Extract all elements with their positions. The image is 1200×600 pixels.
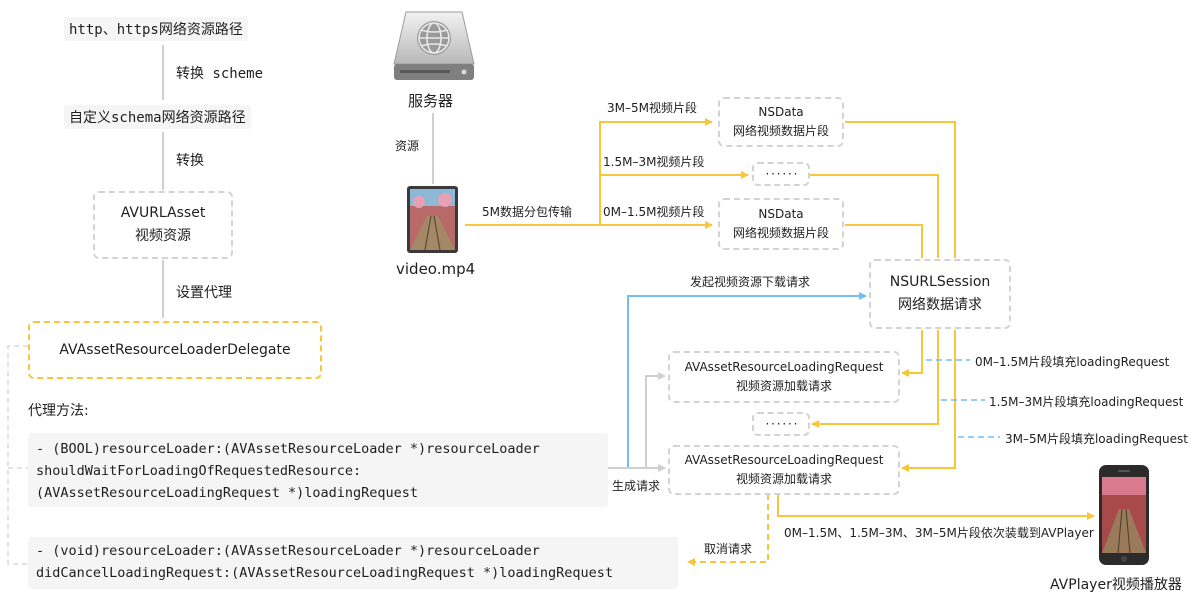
ellipsis: · · · · · · bbox=[765, 417, 798, 431]
method-should-wait-code: - (BOOL)resourceLoader:(AVAssetResourceL… bbox=[28, 433, 608, 507]
nsurlsession-subtitle: 网络数据请求 bbox=[898, 297, 982, 313]
ellipsis: · · · · · · bbox=[765, 167, 798, 181]
fill-label-1: 0M–1.5M片段填充loadingRequest bbox=[975, 355, 1170, 369]
transfer-label: 5M数据分包传输 bbox=[482, 205, 572, 219]
load-into-player-label: 0M–1.5M、1.5M–3M、3M–5M片段依次装载到AVPlayer bbox=[784, 526, 1094, 540]
cancel-connector bbox=[687, 494, 769, 566]
fill-label-3: 3M–5M片段填充loadingRequest bbox=[1005, 432, 1188, 446]
delegate-box: AVAssetResourceLoaderDelegate bbox=[28, 321, 322, 379]
segment-top-label: 3M–5M视频片段 bbox=[607, 101, 697, 115]
loading-request-title: AVAssetResourceLoadingRequest bbox=[684, 453, 884, 467]
avurlasset-subtitle: 视频资源 bbox=[135, 228, 191, 244]
loading-request-subtitle: 视频资源加载请求 bbox=[735, 472, 832, 486]
methods-title: 代理方法: bbox=[28, 403, 89, 419]
segment-bottom-label: 0M–1.5M视频片段 bbox=[603, 205, 705, 219]
code-line: - (void)resourceLoader:(AVAssetResourceL… bbox=[36, 543, 540, 559]
nsdata-subtitle: 网络视频数据片段 bbox=[732, 226, 829, 240]
convert-label: 转换 bbox=[176, 153, 204, 169]
method-did-cancel-code: - (void)resourceLoader:(AVAssetResourceL… bbox=[28, 537, 678, 589]
video-label: video.mp4 bbox=[396, 260, 476, 278]
video-thumbnail-icon bbox=[407, 186, 458, 253]
set-delegate-label: 设置代理 bbox=[176, 285, 232, 301]
avplayer-label: AVPlayer视频播放器 bbox=[1050, 577, 1182, 593]
convert-scheme-label: 转换 scheme bbox=[176, 66, 264, 82]
start-download-label: 发起视频资源下载请求 bbox=[690, 275, 811, 289]
nsdata-subtitle: 网络视频数据片段 bbox=[732, 124, 829, 138]
loading-request-title: AVAssetResourceLoadingRequest bbox=[684, 360, 884, 374]
nsurlsession-box: NSURLSession 网络数据请求 bbox=[869, 259, 1011, 329]
delegate-bracket bbox=[7, 345, 28, 565]
resource-label: 资源 bbox=[395, 139, 420, 153]
fill-label-2: 1.5M–3M片段填充loadingRequest bbox=[989, 395, 1184, 409]
nsdata-title: NSData bbox=[758, 105, 804, 119]
segment-mid-label: 1.5M–3M视频片段 bbox=[603, 155, 705, 169]
code-line: - (BOOL)resourceLoader:(AVAssetResourceL… bbox=[36, 441, 540, 457]
nsdata-ellipsis-box: · · · · · · bbox=[752, 162, 810, 186]
nsdata-box-bottom: NSData 网络视频数据片段 bbox=[718, 198, 844, 250]
avurlasset-title: AVURLAsset bbox=[120, 205, 206, 221]
nsurlsession-title: NSURLSession bbox=[889, 274, 991, 290]
delegate-title: AVAssetResourceLoaderDelegate bbox=[59, 342, 291, 358]
http-path-label: http、https网络资源路径 bbox=[64, 17, 248, 41]
code-line: (AVAssetResourceLoadingRequest *)loading… bbox=[36, 485, 419, 501]
generate-request-label: 生成请求 bbox=[612, 479, 661, 493]
loading-request-subtitle: 视频资源加载请求 bbox=[735, 379, 832, 393]
loading-request-box-bottom: AVAssetResourceLoadingRequest 视频资源加载请求 bbox=[668, 445, 900, 495]
nsdata-title: NSData bbox=[758, 207, 804, 221]
request-connector bbox=[627, 292, 867, 468]
loading-ellipsis-box: · · · · · · bbox=[752, 412, 810, 436]
nsdata-box-top: NSData 网络视频数据片段 bbox=[718, 97, 844, 147]
custom-path-label: 自定义schema网络资源路径 bbox=[64, 105, 251, 129]
code-line: didCancelLoadingRequest:(AVAssetResource… bbox=[36, 565, 614, 581]
loading-request-box-top: AVAssetResourceLoadingRequest 视频资源加载请求 bbox=[668, 351, 900, 403]
cancel-request-label: 取消请求 bbox=[704, 542, 753, 556]
avurlasset-box: AVURLAsset 视频资源 bbox=[93, 191, 233, 259]
server-icon bbox=[392, 8, 476, 84]
phone-player-icon bbox=[1099, 465, 1149, 565]
code-line: shouldWaitForLoadingOfRequestedResource: bbox=[36, 463, 362, 479]
server-label: 服务器 bbox=[408, 92, 454, 110]
